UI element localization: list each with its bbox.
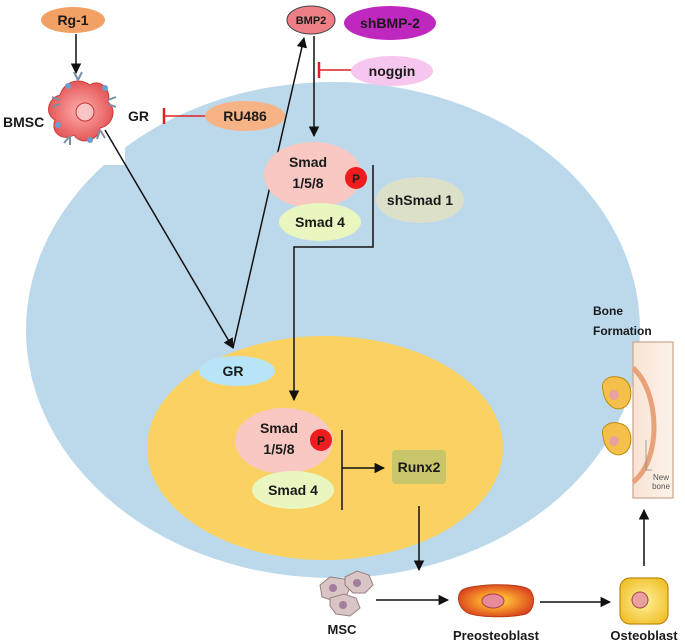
ru486-label: RU486 (223, 108, 267, 124)
phospho-nuc-label: P (317, 434, 325, 448)
phospho-icon (345, 167, 367, 189)
smad158-cyto-line1: Smad (289, 154, 327, 170)
arrow-smad-to-nucleus (288, 165, 374, 402)
smad4-cytoplasm (279, 203, 361, 241)
shsmad1-label: shSmad 1 (387, 192, 453, 208)
phospho-nuclear-icon (310, 429, 332, 451)
new-bone-line2: bone (652, 482, 670, 491)
phospho-cyto-label: P (352, 172, 360, 186)
smad158-nuclear (235, 408, 333, 474)
bmp2-label: BMP2 (296, 15, 327, 27)
arrow-bmsc-gr (104, 129, 234, 349)
rg1-node: Rg-1 (41, 7, 105, 33)
runx2-label: Runx2 (398, 459, 441, 475)
bone-formation-line1: Bone (593, 304, 623, 318)
smad158-nuc-line1: Smad (260, 420, 298, 436)
smad4-nuclear (252, 471, 334, 509)
arrow-gr-bmp2 (232, 36, 308, 349)
receptor-icon (51, 71, 117, 145)
cytoplasm-smad-complex: Smad 1/5/8 P Smad 4 (264, 142, 367, 241)
preosteoblast-icon (458, 584, 534, 618)
noggin-label: noggin (369, 63, 416, 79)
shsmad1-node: shSmad 1 (376, 177, 464, 223)
gr-surface-label: GR (128, 108, 149, 124)
runx2-node: Runx2 (392, 450, 446, 484)
smad158-cytoplasm (264, 142, 362, 208)
bmp2-node: BMP2 (286, 5, 336, 35)
bmsc-label: BMSC (3, 114, 44, 130)
noggin-node: noggin (351, 56, 433, 86)
bmsc-cell (48, 71, 117, 145)
osteoblast-icon (619, 577, 669, 625)
osteoblast-label: Osteoblast (610, 628, 678, 643)
msc-cells-icon (319, 570, 374, 617)
smad4-cyto-label: Smad 4 (295, 214, 345, 230)
smad4-nuc-label: Smad 4 (268, 482, 318, 498)
new-bone-line1: New (653, 473, 669, 482)
ru486-node: RU486 (205, 101, 285, 131)
shbmp2-node: shBMP-2 (344, 6, 436, 40)
gr-nuclear-label: GR (223, 363, 244, 379)
gr-nuclear-node: GR (199, 356, 275, 386)
nuclear-smad-complex: Smad 1/5/8 P Smad 4 (235, 408, 334, 509)
smad158-cyto-line2: 1/5/8 (292, 175, 323, 191)
smad158-nuc-line2: 1/5/8 (263, 441, 294, 457)
preosteoblast-label: Preosteoblast (453, 628, 540, 643)
rg1-label: Rg-1 (57, 12, 88, 28)
bone-formation-icon (601, 341, 674, 499)
msc-label: MSC (328, 622, 358, 637)
bone-formation-line2: Formation (593, 324, 652, 338)
shbmp2-label: shBMP-2 (360, 15, 420, 31)
